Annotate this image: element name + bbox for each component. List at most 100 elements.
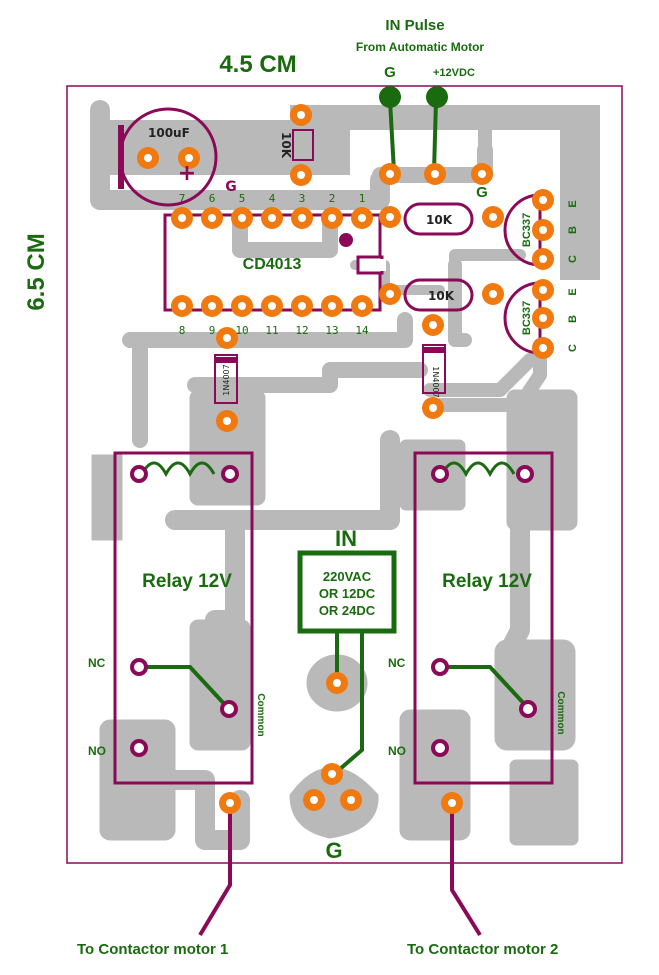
transistor-1-label: BC337 [521, 213, 533, 247]
input-ground-terminal [379, 86, 401, 108]
input-supply-terminal [426, 86, 448, 108]
solder-pad-hole [489, 213, 497, 221]
solder-pad-hole [386, 290, 394, 298]
diode-2-label: 1N4007 [431, 366, 440, 397]
relay-2-coil-symbol [440, 461, 516, 478]
solder-pad-hole [539, 344, 547, 352]
solder-pad-hole [297, 171, 305, 179]
solder-pad-hole [448, 799, 456, 807]
ic-pin-label-top: 3 [299, 192, 306, 205]
ic-pin-label-top: 1 [359, 192, 366, 205]
relay-1-outline [113, 451, 254, 785]
ic-pin-label-bottom: 13 [325, 324, 338, 337]
solder-pad-hole [297, 111, 305, 119]
power-in-label: IN [335, 526, 357, 551]
ic-pin-label-top: 7 [179, 192, 186, 205]
svg-text:E: E [567, 288, 579, 295]
trace-relay1-common [189, 619, 251, 751]
trace-top-ground [100, 105, 600, 280]
solder-pad-hole [298, 214, 306, 222]
ic-pin-label-bottom: 8 [179, 324, 186, 337]
ic-pin-label-bottom: 10 [235, 324, 248, 337]
wire-output-motor-2 [450, 803, 482, 937]
relay-1-common-label: Common [255, 693, 266, 736]
solder-pad-hole [333, 679, 341, 687]
solder-pad-hole [539, 286, 547, 294]
output-motor-1-label: To Contactor motor 1 [77, 941, 228, 958]
diode-2-body [422, 344, 446, 394]
solder-pad-hole [429, 404, 437, 412]
svg-text:E: E [567, 200, 579, 207]
solder-pad-hole [489, 290, 497, 298]
relay-1-switch-arm [138, 665, 230, 710]
power-in-line-1: 220VAC [323, 569, 372, 584]
board-outline [66, 85, 623, 864]
solder-pad-hole [478, 170, 486, 178]
ic-pin-label-bottom: 11 [265, 324, 278, 337]
solder-pad-hole [238, 214, 246, 222]
ic-label: CD4013 [243, 256, 302, 273]
svg-text:C: C [567, 344, 579, 352]
resistor-2-label: 10K [428, 289, 455, 303]
solder-pad-hole [223, 417, 231, 425]
height-dimension: 6.5 CM [23, 233, 50, 310]
trace-ic-inner [232, 212, 338, 258]
solder-pad-hole [268, 214, 276, 222]
wire-ground-input [388, 98, 396, 174]
relay-2-nc-label: NC [388, 656, 406, 670]
ic-pin-label-bottom: 9 [209, 324, 216, 337]
solder-pad-hole [185, 154, 193, 162]
relay-2-label: Relay 12V [442, 571, 532, 592]
solder-pads [137, 104, 554, 814]
ic-pin-label-top: 6 [209, 192, 216, 205]
power-input-box [297, 550, 397, 634]
solder-pad-hole [328, 770, 336, 778]
ic-pin-label-top: 2 [329, 192, 336, 205]
solder-pad-hole [310, 796, 318, 804]
wire-power-ground [331, 630, 364, 777]
solder-pad-hole [226, 799, 234, 807]
transistor-1-outline [503, 193, 542, 267]
solder-pad-hole [386, 213, 394, 221]
solder-pad-hole [268, 302, 276, 310]
relay-1-nc-label: NC [88, 656, 106, 670]
trace-relay1-coil [189, 389, 266, 506]
trace-left-frame [90, 100, 390, 210]
solder-pad-hole [347, 796, 355, 804]
ic-pin1-dot [339, 233, 353, 247]
solder-pad-hole [208, 302, 216, 310]
diode-1-label: 1N4007 [222, 364, 231, 395]
solder-pad-hole [178, 302, 186, 310]
title-line-1: IN Pulse [385, 17, 444, 34]
solder-pad-hole [328, 214, 336, 222]
relay-2-common-label: Common [555, 691, 566, 734]
capacitor-label: 100uF [148, 126, 190, 140]
solder-pad-hole [386, 170, 394, 178]
ic-ground-label: G [225, 179, 237, 195]
solder-pad-hole [358, 214, 366, 222]
relay-2-no-label: NO [388, 744, 406, 758]
resistor-1-label: 10K [426, 213, 453, 227]
resistor-2-body [403, 278, 474, 312]
solder-pad-hole [539, 226, 547, 234]
ic-pin-label-top: 5 [239, 192, 246, 205]
solder-pad-hole [208, 214, 216, 222]
solder-pad-hole [539, 255, 547, 263]
output-motor-2-label: To Contactor motor 2 [407, 941, 558, 958]
width-dimension: 4.5 CM [219, 51, 296, 78]
solder-pad-hole [144, 154, 152, 162]
transistor-pin-labels: E B C E B C [567, 200, 579, 352]
power-in-line-3: OR 24DC [319, 603, 376, 618]
resistor-top-body [292, 129, 314, 161]
input-supply-label: +12VDC [433, 67, 475, 79]
solder-pad-hole [429, 321, 437, 329]
ic-notch [356, 255, 384, 275]
solder-pad-hole [328, 302, 336, 310]
capacitor-polarity-bar [118, 125, 124, 189]
transistor-ground-label: G [476, 184, 488, 201]
transistor-2-outline [503, 281, 542, 355]
ic-pin-label-bottom: 12 [295, 324, 308, 337]
